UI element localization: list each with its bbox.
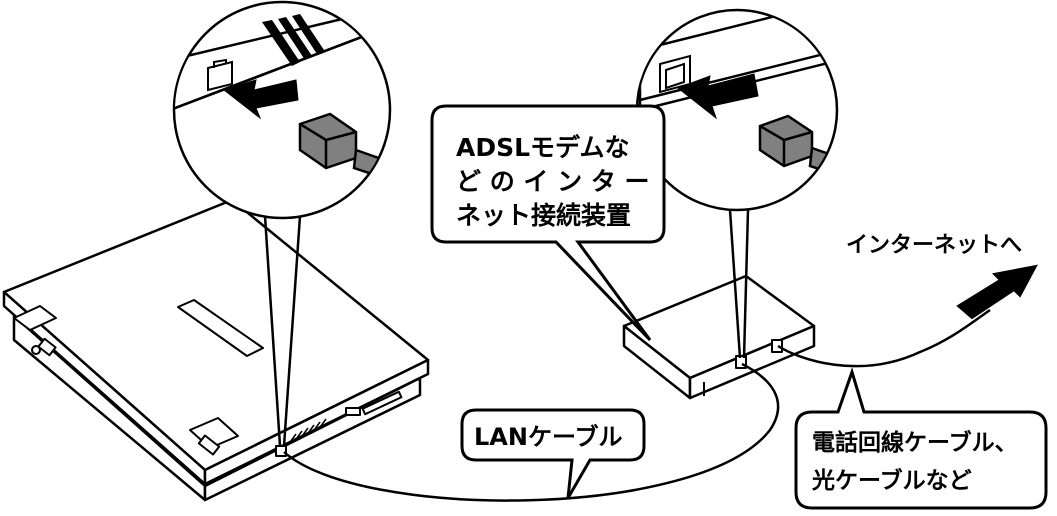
- internet-arrow-icon: [956, 264, 1038, 320]
- callout-device: ADSLモデムな ど の イ ン タ ー ネット接続装置: [430, 104, 666, 342]
- insert-arrow: [222, 79, 299, 120]
- callout-line-cable-line1: 電話回線ケーブル、: [812, 429, 1018, 456]
- callout-line-cable: 電話回線ケーブル、 光ケーブルなど: [794, 367, 1048, 510]
- lan-cable: [283, 362, 780, 502]
- modem: [622, 274, 816, 400]
- laptop-port-zoom: [172, 0, 400, 447]
- phone-line: [777, 308, 991, 368]
- cables: [283, 308, 991, 502]
- laptop: [2, 198, 430, 502]
- callout-line-cable-line2: 光ケーブルなど: [811, 467, 972, 494]
- callout-device-line2: ど の イ ン タ ー: [456, 167, 650, 196]
- internet-label: インターネットへ: [846, 233, 1022, 258]
- callout-lan-cable-label: LANケーブル: [474, 423, 623, 451]
- callout-device-line1: ADSLモデムな: [456, 133, 630, 162]
- callout-device-line3: ネット接続装置: [456, 201, 631, 230]
- callout-lan-cable: LANケーブル: [460, 408, 646, 499]
